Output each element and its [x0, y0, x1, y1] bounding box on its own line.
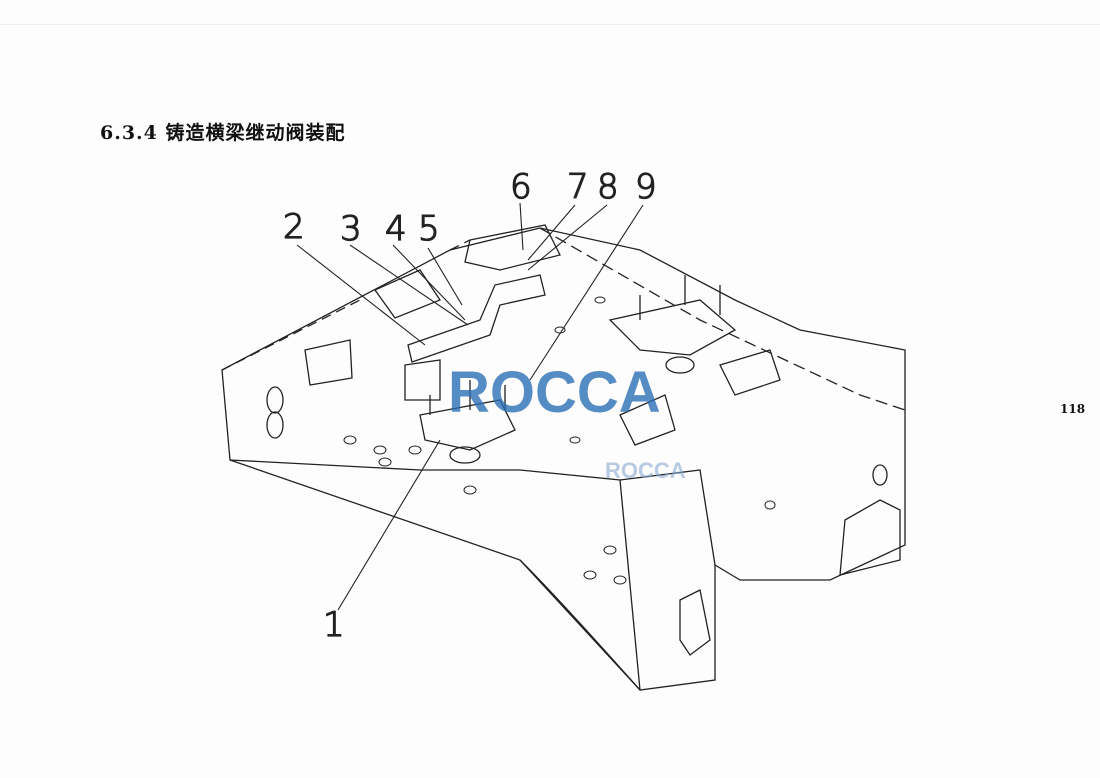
callout-5: 5 — [418, 209, 440, 249]
callout-4: 4 — [385, 209, 407, 249]
header-rule — [0, 24, 1100, 25]
callout-9: 9 — [635, 167, 657, 207]
relay-valve-rear — [608, 275, 737, 374]
callout-7: 7 — [567, 167, 589, 207]
leader-lines — [296, 202, 644, 611]
relay-valve-front — [419, 380, 516, 464]
crossbeam-outline — [221, 224, 906, 691]
watermark-logo-small: ROCCA — [605, 458, 686, 483]
section-title: 6.3.4 铸造横梁继动阀装配 — [100, 122, 346, 144]
page-number: 118 — [1060, 402, 1086, 416]
callout-8: 8 — [597, 167, 619, 207]
callout-6: 6 — [510, 167, 532, 207]
callout-3: 3 — [340, 209, 362, 249]
watermark-logo: ROCCA — [448, 360, 661, 425]
callout-2: 2 — [283, 207, 305, 247]
callout-1: 1 — [323, 605, 345, 645]
